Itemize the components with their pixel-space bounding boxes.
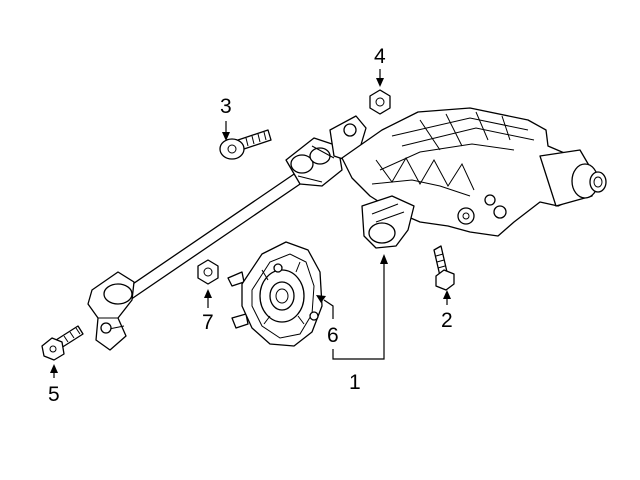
bolt-part-5: [41, 325, 84, 361]
bolt-part-2: [433, 245, 455, 291]
callout-4: 4: [374, 45, 386, 68]
callout-5: 5: [48, 383, 60, 406]
nut-part-7: [197, 259, 219, 285]
bolt-part-3: [219, 129, 272, 160]
callout-6: 6: [327, 324, 339, 347]
leader-lines: [50, 69, 451, 378]
callout-2: 2: [441, 309, 453, 332]
intermediate-shaft: [87, 137, 343, 351]
callout-3: 3: [220, 95, 232, 118]
nut-part-4: [369, 89, 391, 115]
housing-part-6: [227, 241, 323, 347]
callout-7: 7: [202, 311, 214, 334]
steering-column-assembly: [329, 107, 607, 249]
callout-1: 1: [349, 371, 361, 394]
